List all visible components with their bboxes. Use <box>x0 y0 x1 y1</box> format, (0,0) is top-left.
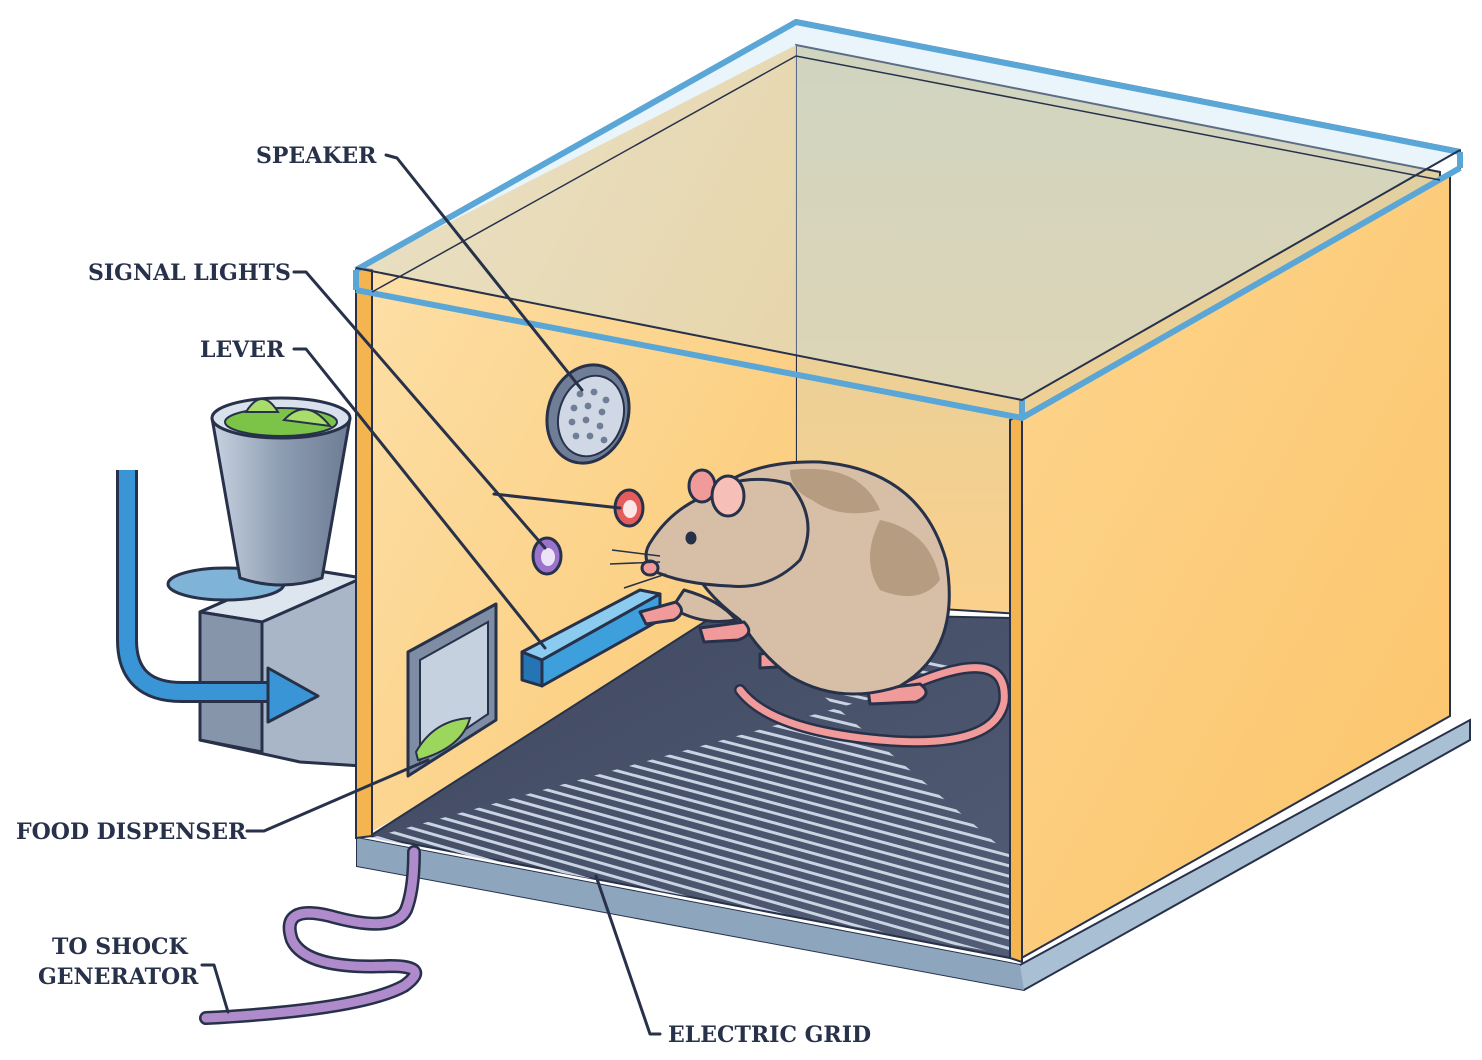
food-dispenser-unit <box>127 398 362 766</box>
shock-leader <box>202 965 228 1012</box>
label-speaker: SPEAKER <box>256 143 377 169</box>
label-signal-lights: SIGNAL LIGHTS <box>88 260 291 286</box>
food-cup-icon <box>212 398 350 585</box>
label-electric-grid: ELECTRIC GRID <box>668 1022 871 1048</box>
label-food-dispenser: FOOD DISPENSER <box>16 819 247 845</box>
label-lever: LEVER <box>200 337 285 363</box>
signal-light-icon <box>533 538 561 574</box>
label-to-shock-line2: GENERATOR <box>38 964 199 990</box>
left-wall-edge <box>356 268 372 838</box>
front-wall-edge <box>1010 414 1022 962</box>
label-to-shock-line1: TO SHOCK <box>52 934 189 960</box>
